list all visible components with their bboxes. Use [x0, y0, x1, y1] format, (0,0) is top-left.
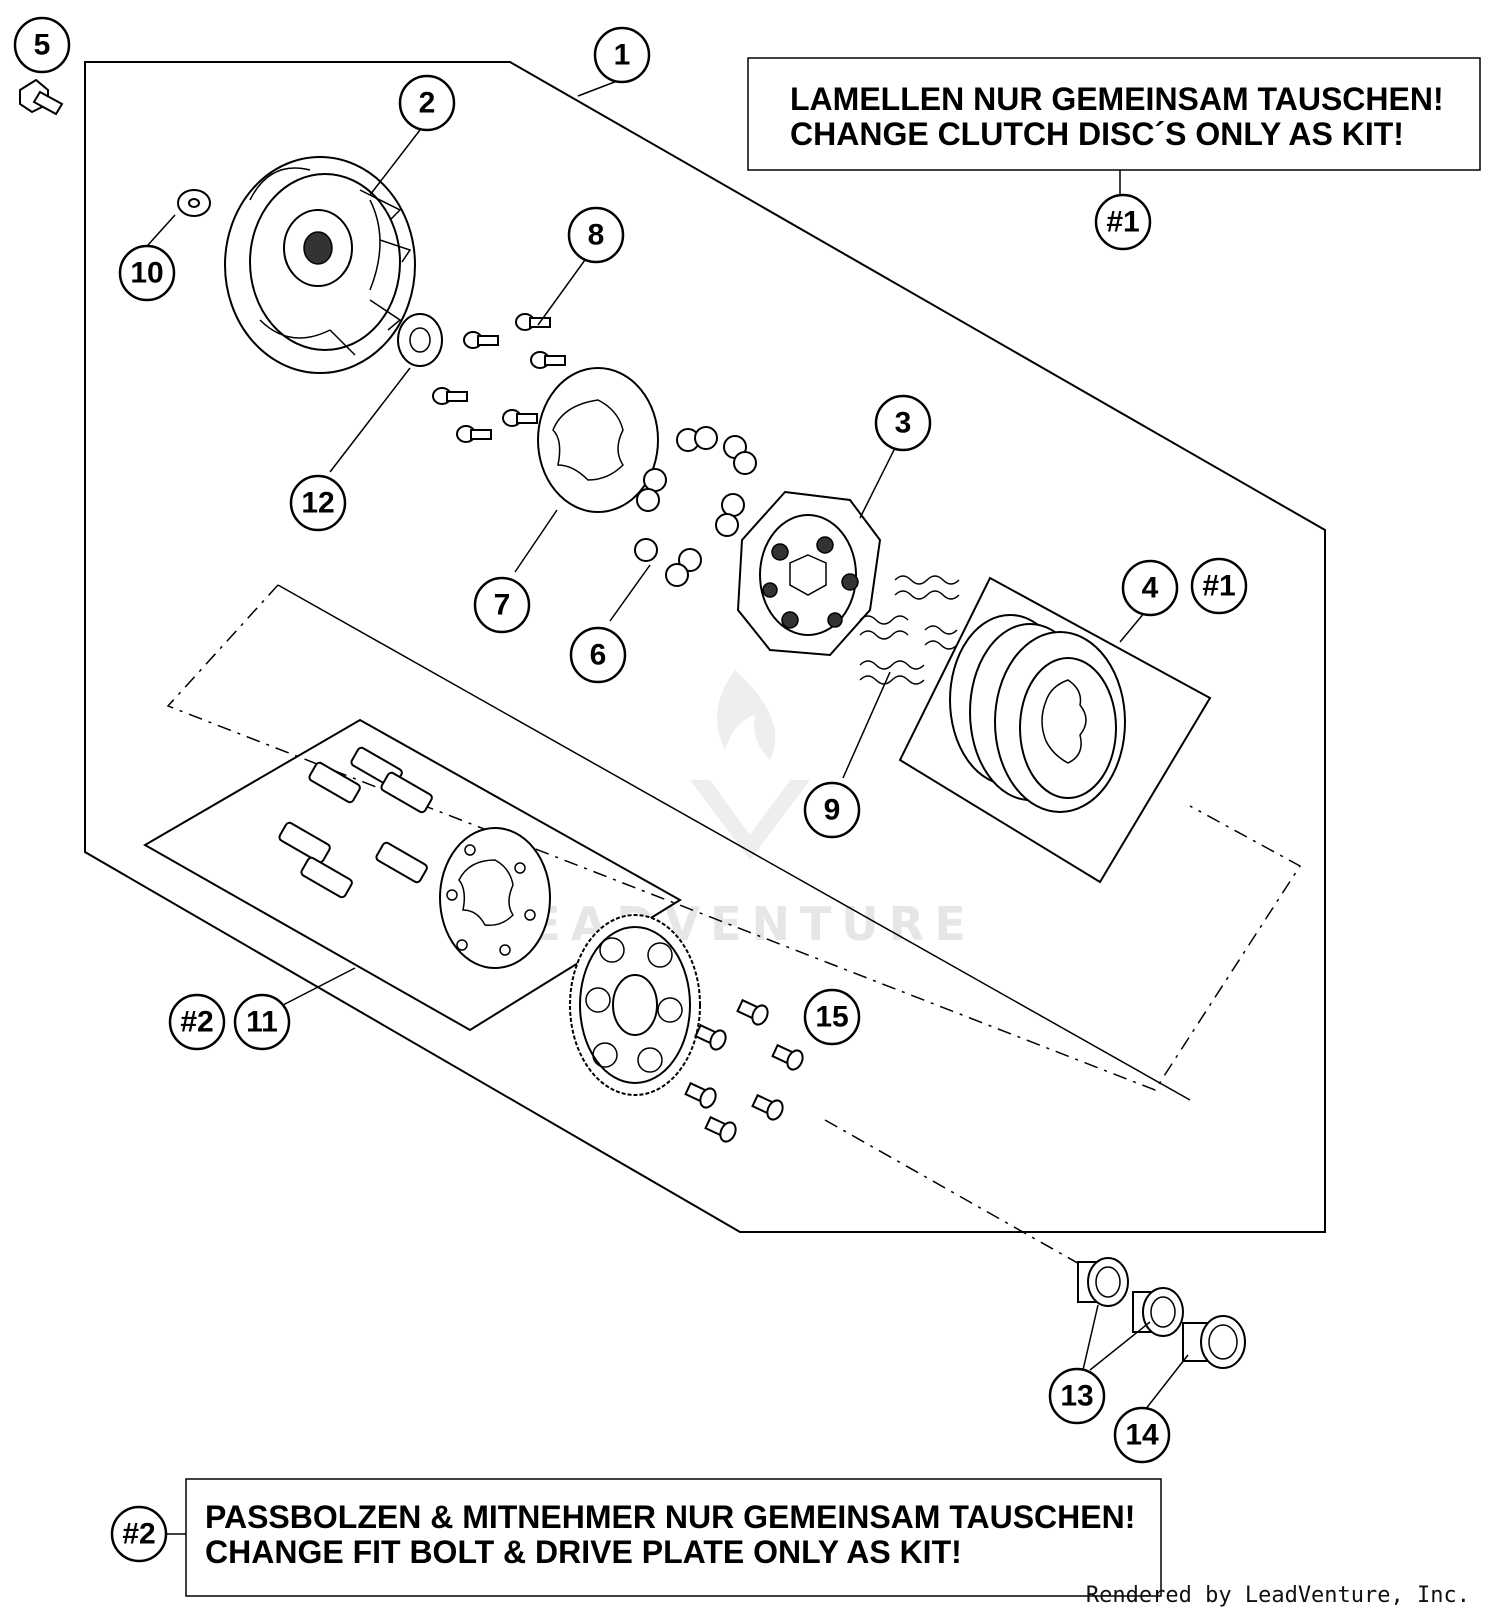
clutch-discs-part-4: [949, 614, 1126, 813]
svg-text:4: 4: [1142, 572, 1159, 605]
callout-kit1-part4: #1: [1190, 557, 1248, 615]
callout-13: 13: [1048, 1367, 1106, 1425]
svg-text:8: 8: [588, 219, 605, 252]
callout-14: 14: [1113, 1406, 1171, 1464]
callout-kit2-note: #2: [110, 1505, 168, 1563]
screws-part-15: [684, 998, 804, 1143]
fit-bolts-part-11: [278, 746, 433, 899]
callout-1: 1: [593, 26, 651, 84]
note-kit2-box: [185, 1478, 1162, 1597]
svg-text:13: 13: [1060, 1380, 1093, 1413]
bolts-part-8: [432, 313, 566, 443]
callout-3: 3: [874, 394, 932, 452]
svg-text:15: 15: [815, 1001, 848, 1034]
leader-lines: [147, 77, 1189, 1535]
balls-part-6: [634, 426, 757, 587]
note-kit2-line2: CHANGE FIT BOLT & DRIVE PLATE ONLY AS KI…: [205, 1534, 962, 1570]
callout-8: 8: [567, 206, 625, 264]
svg-text:7: 7: [494, 589, 511, 622]
washer-part-10: [177, 189, 211, 217]
svg-text:14: 14: [1125, 1419, 1159, 1452]
svg-text:2: 2: [419, 87, 436, 120]
callout-2: 2: [398, 74, 456, 132]
svg-text:#1: #1: [1106, 206, 1139, 239]
inner-assembly-outline: [166, 584, 1302, 1091]
bushing-part-14: [1182, 1315, 1246, 1369]
svg-text:12: 12: [301, 487, 334, 520]
drive-plate-part-11: [439, 827, 551, 969]
note-kit2-line1: PASSBOLZEN & MITNEHMER NUR GEMEINSAM TAU…: [205, 1499, 1135, 1535]
watermark: LEADVENTURE: [490, 670, 976, 951]
bearing-guide-line: [824, 1119, 1091, 1271]
clutch-assembly-outline: [84, 61, 1326, 1233]
svg-text:5: 5: [34, 29, 51, 62]
inner-guide-line: [277, 584, 1191, 1101]
clutch-discs-kit-box: [898, 576, 1212, 884]
svg-text:#1: #1: [1202, 570, 1235, 603]
callout-10: 10: [118, 244, 176, 302]
inner-hub-part-3: [736, 490, 882, 657]
svg-text:3: 3: [895, 407, 912, 440]
callout-kit1-top: #1: [1094, 193, 1152, 251]
note-kit1-line1: LAMELLEN NUR GEMEINSAM TAUSCHEN!: [790, 81, 1444, 117]
springs-part-9: [859, 575, 960, 685]
callout-5: 5: [13, 16, 71, 74]
bearings-part-13: [1077, 1257, 1184, 1337]
note-kit2: PASSBOLZEN & MITNEHMER NUR GEMEINSAM TAU…: [185, 1478, 1162, 1597]
svg-text:#2: #2: [180, 1006, 213, 1039]
washer-part-12: [397, 313, 443, 367]
drive-plate-kit-box: [142, 718, 682, 1032]
note-kit1-box: [747, 57, 1481, 171]
callouts: 1 2 3 4 5 6 7 8 9 10 11 12 13 14 15 #1 #…: [13, 16, 1248, 1563]
callout-15: 15: [803, 988, 861, 1046]
note-kit1: LAMELLEN NUR GEMEINSAM TAUSCHEN! CHANGE …: [747, 57, 1481, 171]
callout-9: 9: [803, 781, 861, 839]
svg-text:#2: #2: [122, 1518, 155, 1551]
svg-text:1: 1: [614, 39, 631, 72]
gear: [569, 914, 701, 1096]
callout-4: 4: [1121, 559, 1179, 617]
bolt-part-5: [19, 78, 64, 116]
render-credit: Rendered by LeadVenture, Inc.: [1085, 1583, 1470, 1608]
svg-text:10: 10: [130, 257, 163, 290]
callout-12: 12: [289, 474, 347, 532]
callout-kit2-part11: #2: [168, 993, 226, 1051]
plate-part-7: [537, 367, 659, 513]
svg-text:11: 11: [246, 1006, 278, 1039]
svg-text:6: 6: [590, 639, 607, 672]
clutch-basket-part-2: [224, 156, 416, 374]
watermark-text: LEADVENTURE: [490, 897, 976, 951]
note-kit1-line2: CHANGE CLUTCH DISC´S ONLY AS KIT!: [790, 116, 1404, 152]
callout-11: 11: [233, 993, 291, 1051]
svg-text:9: 9: [824, 794, 841, 827]
callout-6: 6: [569, 626, 627, 684]
callout-7: 7: [473, 576, 531, 634]
